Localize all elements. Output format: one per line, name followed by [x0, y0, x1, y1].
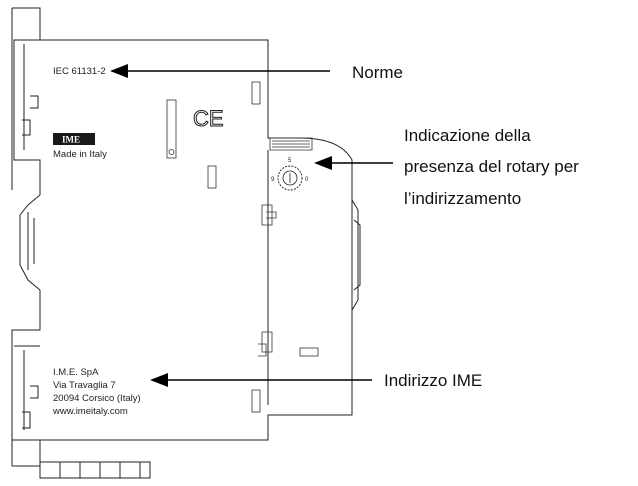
arrow-rotary — [314, 156, 393, 170]
device-housing — [11, 7, 361, 479]
made-in-label: Made in Italy — [53, 149, 107, 160]
callout-indirizzo: Indirizzo IME — [384, 371, 482, 390]
address-line-2: Via Travaglia 7 — [53, 380, 116, 391]
rotary-switch-icon — [277, 165, 303, 191]
callout-rotary-line-3: l’indirizzamento — [404, 189, 521, 208]
ime-logo — [53, 133, 95, 145]
address-line-3: 20094 Corsico (Italy) — [53, 393, 141, 404]
ime-logo-text: IME — [62, 135, 80, 145]
callout-norme: Norme — [352, 63, 403, 82]
address-line-4: www.imeitaly.com — [52, 406, 128, 417]
callout-rotary-line-2: presenza del rotary per — [404, 157, 579, 176]
ce-mark-icon: CE — [193, 106, 224, 131]
callout-rotary-line-1: Indicazione della — [404, 126, 531, 145]
address-line-1: I.M.E. SpA — [53, 367, 99, 378]
rotary-mark-top: 5 — [288, 158, 292, 164]
rotary-mark-right: 0 — [305, 177, 309, 183]
arrow-norme — [110, 64, 330, 78]
rotary-mark-left: 9 — [271, 177, 275, 183]
standard-label: IEC 61131-2 — [53, 66, 106, 77]
arrow-indirizzo — [150, 373, 372, 387]
